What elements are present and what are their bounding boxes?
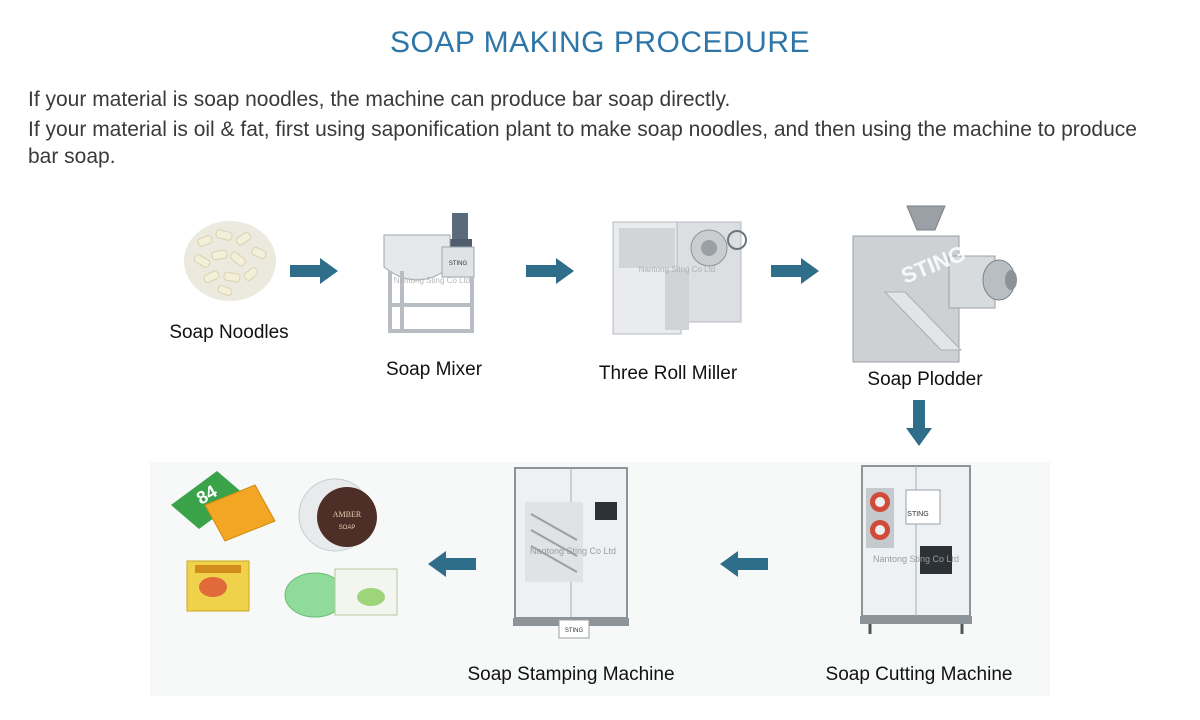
step-soap-cutting-machine: STING Nantong Sting Co Ltd <box>856 462 976 637</box>
soap-84-pack: 84 <box>171 471 276 542</box>
cutting-brand-text: STING <box>907 511 928 518</box>
left-arrow-icon <box>720 551 768 577</box>
step-finished-soaps: 84 AMBER SOAP <box>165 465 405 630</box>
right-arrow-icon <box>526 258 574 284</box>
label-soap-plodder: Soap Plodder <box>867 369 983 390</box>
right-arrow-icon <box>290 258 338 284</box>
intro-line-2: If your material is oil & fat, first usi… <box>28 118 1137 168</box>
stamping-brand-text: STING <box>565 628 584 634</box>
left-arrow-icon <box>428 551 476 577</box>
label-soap-mixer: Soap Mixer <box>385 359 483 380</box>
step-soap-mixer: STING Nantong Sting Co Ltd <box>372 205 492 345</box>
soap-amber: AMBER SOAP <box>298 478 377 552</box>
label-soap-cutting-machine: Soap Cutting Machine <box>825 664 1013 685</box>
mixer-brand-text: STING <box>449 261 468 267</box>
soap-green-box <box>284 568 398 618</box>
stamping-watermark: Nantong Sting Co Ltd <box>530 546 616 556</box>
right-arrow-icon <box>771 258 819 284</box>
three-roll-miller-icon: Nantong Sting Co Ltd <box>612 221 747 335</box>
down-arrow-icon <box>906 400 932 446</box>
amber-soap-text: SOAP <box>339 525 356 531</box>
mixer-watermark: Nantong Sting Co Ltd <box>394 276 471 285</box>
soap-stamping-machine-icon: STING Nantong Sting Co Ltd <box>513 467 629 639</box>
label-three-roll-miller: Three Roll Miller <box>598 363 738 384</box>
step-soap-noodles <box>180 215 280 305</box>
miller-watermark: Nantong Sting Co Ltd <box>639 265 716 274</box>
page-title: SOAP MAKING PROCEDURE <box>389 26 811 59</box>
step-soap-plodder: STING <box>845 200 1025 365</box>
label-soap-stamping-machine: Soap Stamping Machine <box>467 664 675 685</box>
step-soap-stamping-machine: STING Nantong Sting Co Ltd <box>505 462 640 647</box>
soap-plodder-icon: STING <box>852 205 1017 363</box>
soap-cutting-machine-icon: STING Nantong Sting Co Ltd <box>860 465 972 634</box>
finished-bar-soaps-icon: 84 AMBER SOAP <box>171 471 398 618</box>
amber-text: AMBER <box>333 510 362 519</box>
intro-text: If your material is soap noodles, the ma… <box>28 86 1148 173</box>
cutting-watermark: Nantong Sting Co Ltd <box>873 554 959 564</box>
intro-line-1: If your material is soap noodles, the ma… <box>28 88 731 111</box>
soap-mixer-icon: STING Nantong Sting Co Ltd <box>383 213 475 333</box>
soap-yellow-box <box>186 560 250 612</box>
step-three-roll-miller: Nantong Sting Co Ltd <box>605 210 755 340</box>
soap-noodles-icon <box>184 221 276 301</box>
label-soap-noodles: Soap Noodles <box>169 322 289 343</box>
